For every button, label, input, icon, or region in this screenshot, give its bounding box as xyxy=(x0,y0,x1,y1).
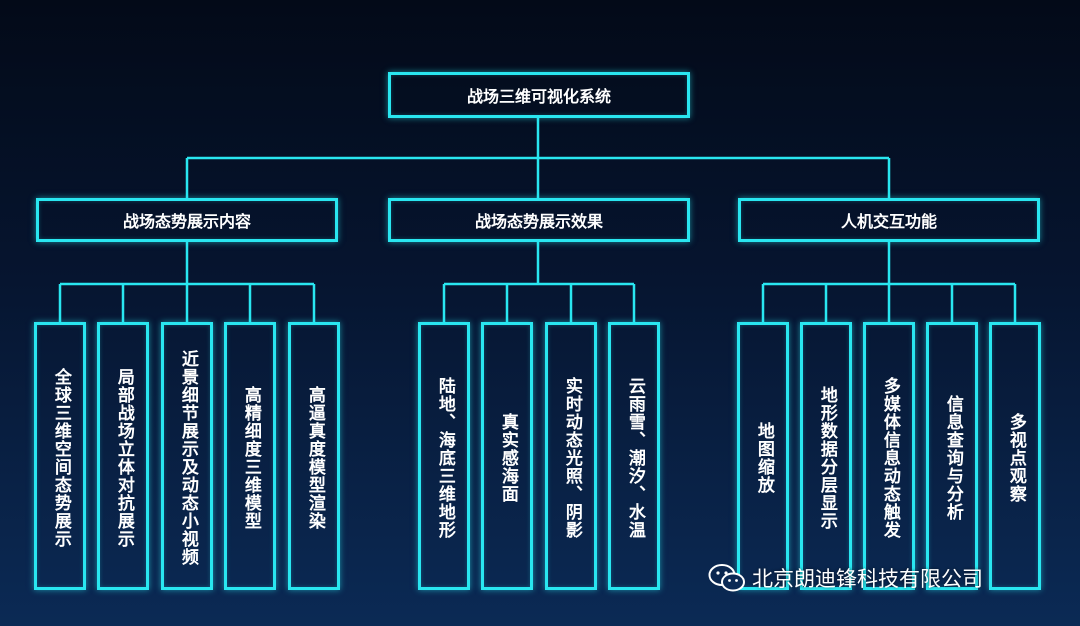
leaf-node: 多视点观察 xyxy=(989,322,1041,590)
leaf-node: 全球三维空间态势展示 xyxy=(34,322,86,590)
leaf-node: 实时动态光照、阴影 xyxy=(545,322,597,590)
watermark: 北京朗迪锋科技有限公司 xyxy=(708,563,983,593)
wechat-icon xyxy=(708,564,745,592)
root-node: 战场三维可视化系统 xyxy=(388,72,690,118)
leaf-node: 云雨雪、潮汐、水温 xyxy=(608,322,660,590)
leaf-node: 地图缩放 xyxy=(737,322,789,590)
leaf-node: 地形数据分层显示 xyxy=(800,322,852,590)
leaf-node: 多媒体信息动态触发 xyxy=(863,322,915,590)
leaf-node: 近景细节展示及动态小视频 xyxy=(161,322,213,590)
leaf-node: 高精细度三维模型 xyxy=(224,322,276,590)
group-node-interaction: 人机交互功能 xyxy=(738,198,1040,242)
leaf-node: 局部战场立体对抗展示 xyxy=(97,322,149,590)
group-node-display-effect: 战场态势展示效果 xyxy=(388,198,690,242)
leaf-node: 陆地、海底三维地形 xyxy=(418,322,470,590)
leaf-node: 高逼真度模型渲染 xyxy=(288,322,340,590)
leaf-node: 信息查询与分析 xyxy=(926,322,978,590)
leaf-node: 真实感海面 xyxy=(481,322,533,590)
group-node-display-content: 战场态势展示内容 xyxy=(36,198,338,242)
watermark-text: 北京朗迪锋科技有限公司 xyxy=(752,567,983,591)
